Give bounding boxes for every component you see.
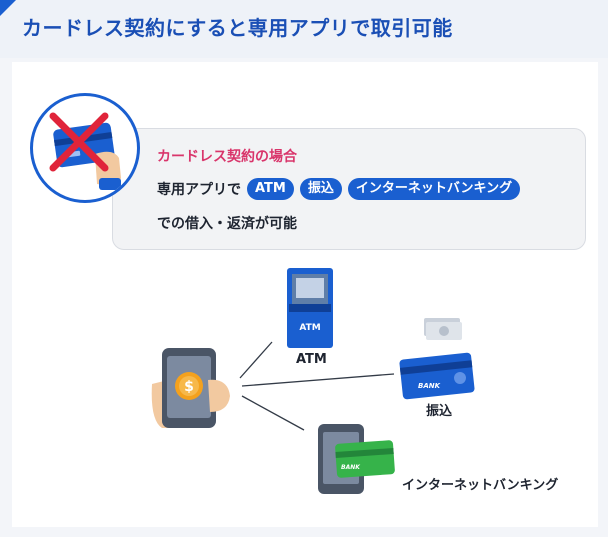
cardless-callout: カードレス契約の場合 専用アプリで ATM 振込 インターネットバンキング での… xyxy=(112,128,586,250)
callout-line2: での借入・返済が可能 xyxy=(157,216,297,232)
connector-netbank xyxy=(241,395,305,431)
transfer-icon: BANK xyxy=(399,318,475,400)
transfer-card-text: BANK xyxy=(418,382,441,390)
no-card-icon xyxy=(49,112,121,190)
header: カードレス契約にすると専用アプリで取引可能 xyxy=(0,0,608,58)
connector-atm xyxy=(239,341,273,379)
smartphone-icon: $ xyxy=(151,348,230,428)
atm-label: ATM xyxy=(296,352,327,367)
pill-atm: ATM xyxy=(247,178,294,200)
callout-heading: カードレス契約の場合 xyxy=(157,149,297,165)
header-corner-accent xyxy=(0,0,16,16)
netbank-label: インターネットバンキング xyxy=(402,478,559,493)
callout-line1: 専用アプリで ATM 振込 インターネットバンキング xyxy=(157,178,521,200)
pill-transfer: 振込 xyxy=(299,178,342,200)
atm-screen-text: ATM xyxy=(299,323,320,333)
netbank-icon: BANK xyxy=(318,424,395,494)
transfer-label: 振込 xyxy=(426,404,453,419)
coin-symbol: $ xyxy=(184,379,194,395)
callout-line1-prefix: 専用アプリで xyxy=(157,182,241,198)
no-card-circle xyxy=(30,93,140,203)
page-title: カードレス契約にすると専用アプリで取引可能 xyxy=(22,16,453,40)
pill-internet-banking: インターネットバンキング xyxy=(347,178,521,200)
atm-icon: ATM xyxy=(287,268,333,348)
netbank-card-text: BANK xyxy=(341,464,361,471)
connector-transfer xyxy=(241,373,395,387)
